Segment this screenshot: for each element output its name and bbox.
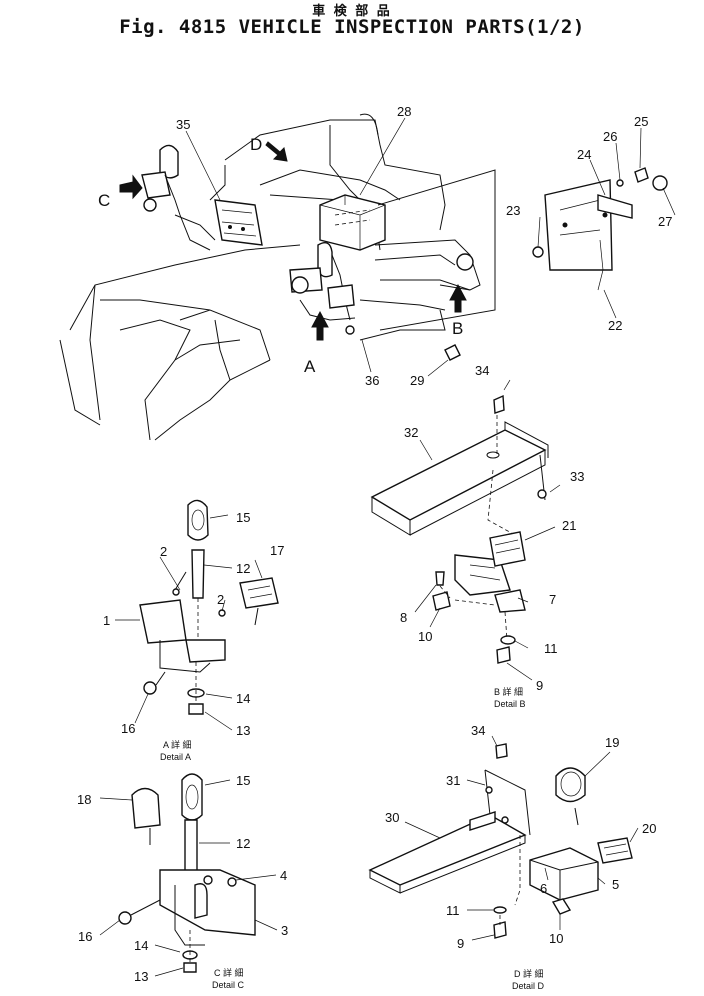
callout-label: 1 — [103, 613, 110, 628]
callout-label: 26 — [603, 129, 617, 144]
callout-label: 2 — [160, 544, 167, 559]
callout-label: 3 — [281, 923, 288, 938]
callout-label: 16 — [78, 929, 92, 944]
callout-label: 25 — [634, 114, 648, 129]
callout-label: 23 — [506, 203, 520, 218]
callout-label: 35 — [176, 117, 190, 132]
callout-label: 13 — [236, 723, 250, 738]
view-d-label: D — [250, 135, 262, 154]
detail-d-caption-jp: D 詳 細 — [514, 968, 544, 979]
callout-label: 28 — [397, 104, 411, 119]
callout-label: 8 — [400, 610, 407, 625]
detail-a-caption: Detail A — [160, 752, 191, 762]
callout-label: 29 — [410, 373, 424, 388]
detail-c-caption-jp: C 詳 細 — [214, 967, 244, 978]
callout-label: 2 — [217, 592, 224, 607]
callout-label: 4 — [280, 868, 287, 883]
vehicle-overview — [59, 113, 676, 441]
view-b-label: B — [452, 319, 463, 338]
callout-label: 9 — [457, 936, 464, 951]
callout-label: 15 — [236, 773, 250, 788]
detail-d-drawing — [368, 735, 639, 941]
callout-label: 31 — [446, 773, 460, 788]
detail-b-drawing — [370, 379, 561, 681]
callout-label: 10 — [549, 931, 563, 946]
callout-label: 20 — [642, 821, 656, 836]
callout-label: 34 — [471, 723, 485, 738]
callout-label: 33 — [570, 469, 584, 484]
detail-c-caption: Detail C — [212, 980, 245, 990]
callout-label: 17 — [270, 543, 284, 558]
callout-label: 12 — [236, 836, 250, 851]
detail-d-caption: Detail D — [512, 981, 545, 991]
detail-b-caption: Detail B — [494, 699, 526, 709]
detail-b-caption-jp: B 詳 細 — [494, 686, 523, 697]
callout-label: 21 — [562, 518, 576, 533]
callout-label: 10 — [418, 629, 432, 644]
detail-a-caption-jp: A 詳 細 — [163, 739, 192, 750]
callout-label: 11 — [544, 641, 558, 656]
callout-label: 27 — [658, 214, 672, 229]
callout-label: 11 — [446, 903, 460, 918]
callout-label: 13 — [134, 969, 148, 984]
callout-label: 19 — [605, 735, 619, 750]
callout-label: 9 — [536, 678, 543, 693]
callout-label: 15 — [236, 510, 250, 525]
callout-label: 36 — [365, 373, 379, 388]
callout-label: 6 — [540, 881, 547, 896]
callout-label: 16 — [121, 721, 135, 736]
detail-c-drawing — [99, 773, 278, 977]
callout-label: 14 — [236, 691, 250, 706]
callout-label: 12 — [236, 561, 250, 576]
view-c-label: C — [98, 191, 110, 210]
callout-label: 24 — [577, 147, 591, 162]
callout-label: 34 — [475, 363, 489, 378]
figure-title: Fig. 4815 VEHICLE INSPECTION PARTS(1/2) — [119, 16, 585, 38]
callout-label: 22 — [608, 318, 622, 333]
callout-label: 5 — [612, 877, 619, 892]
detail-a-drawing — [115, 499, 279, 731]
callout-label: 18 — [77, 792, 91, 807]
callout-label: 7 — [549, 592, 556, 607]
view-a-label: A — [304, 357, 316, 376]
title-japanese: 車 検 部 品 — [312, 4, 392, 19]
callout-label: 32 — [404, 425, 418, 440]
callout-label: 14 — [134, 938, 148, 953]
callout-label: 30 — [385, 810, 399, 825]
